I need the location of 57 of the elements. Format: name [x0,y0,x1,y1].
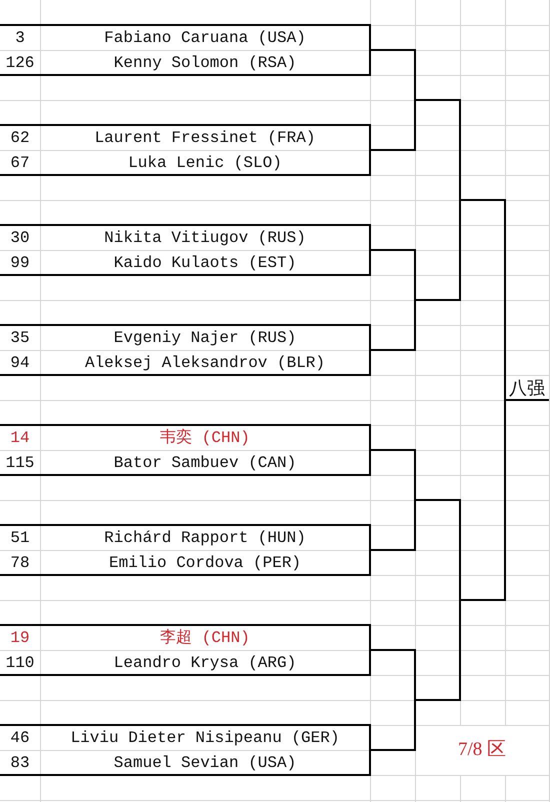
bracket-line [371,749,414,751]
seed-number: 94 [10,354,30,372]
match-box [0,124,371,176]
seed-number: 78 [10,554,30,572]
bracket-line [416,99,459,101]
bracket-line [371,149,414,151]
seed-number: 67 [10,154,30,172]
seed-number: 19 [10,629,30,647]
bracket-line [371,49,414,51]
player-name: Nikita Vitiugov (RUS) [104,229,306,247]
match-box [0,224,371,276]
player-name: 李超 (CHN) [160,629,250,647]
player-name: Fabiano Caruana (USA) [104,29,306,47]
seed-number: 46 [10,729,30,747]
player-name: Aleksej Aleksandrov (BLR) [84,354,326,372]
player-name: Kenny Solomon (RSA) [114,54,296,72]
bracket-line [371,649,414,651]
player-name: 韦奕 (CHN) [160,429,250,447]
match-box [0,524,371,576]
bracket-line [416,299,459,301]
match-box [0,424,371,476]
bracket-line [371,249,414,251]
seed-number: 30 [10,229,30,247]
bracket-line [416,699,459,701]
player-name: Leandro Krysa (ARG) [114,654,296,672]
player-name: Luka Lenic (SLO) [128,154,282,172]
match-box [0,24,371,76]
seed-number: 110 [6,654,34,672]
bracket-line [461,599,504,601]
seed-number: 115 [6,454,34,472]
bracket-line [371,349,414,351]
seed-number: 3 [15,29,25,47]
stage-label: 八强 [505,376,549,400]
bracket-line [461,199,504,201]
bracket-line [371,449,414,451]
player-name: Emilio Cordova (PER) [108,554,302,572]
seed-number: 62 [10,129,30,147]
bracket-line [416,499,459,501]
seed-number: 126 [6,54,34,72]
seed-number: 99 [10,254,30,272]
player-name: Evgeniy Najer (RUS) [114,329,296,347]
seed-number: 14 [10,429,30,447]
player-name: Samuel Sevian (USA) [114,754,296,772]
bracket-line [371,549,414,551]
seed-number: 83 [10,754,30,772]
player-name: Kaido Kulaots (EST) [114,254,296,272]
match-box [0,324,371,376]
seed-number: 51 [10,529,30,547]
seed-number: 35 [10,329,30,347]
match-box [0,624,371,676]
player-name: Laurent Fressinet (FRA) [94,129,316,147]
player-name: Richárd Rapport (HUN) [104,529,306,547]
player-name: Bator Sambuev (CAN) [114,454,296,472]
match-box [0,724,371,776]
player-name: Liviu Dieter Nisipeanu (GER) [70,729,340,747]
bracket-line [506,399,549,401]
zone-label: 7/8 区 [458,739,506,760]
